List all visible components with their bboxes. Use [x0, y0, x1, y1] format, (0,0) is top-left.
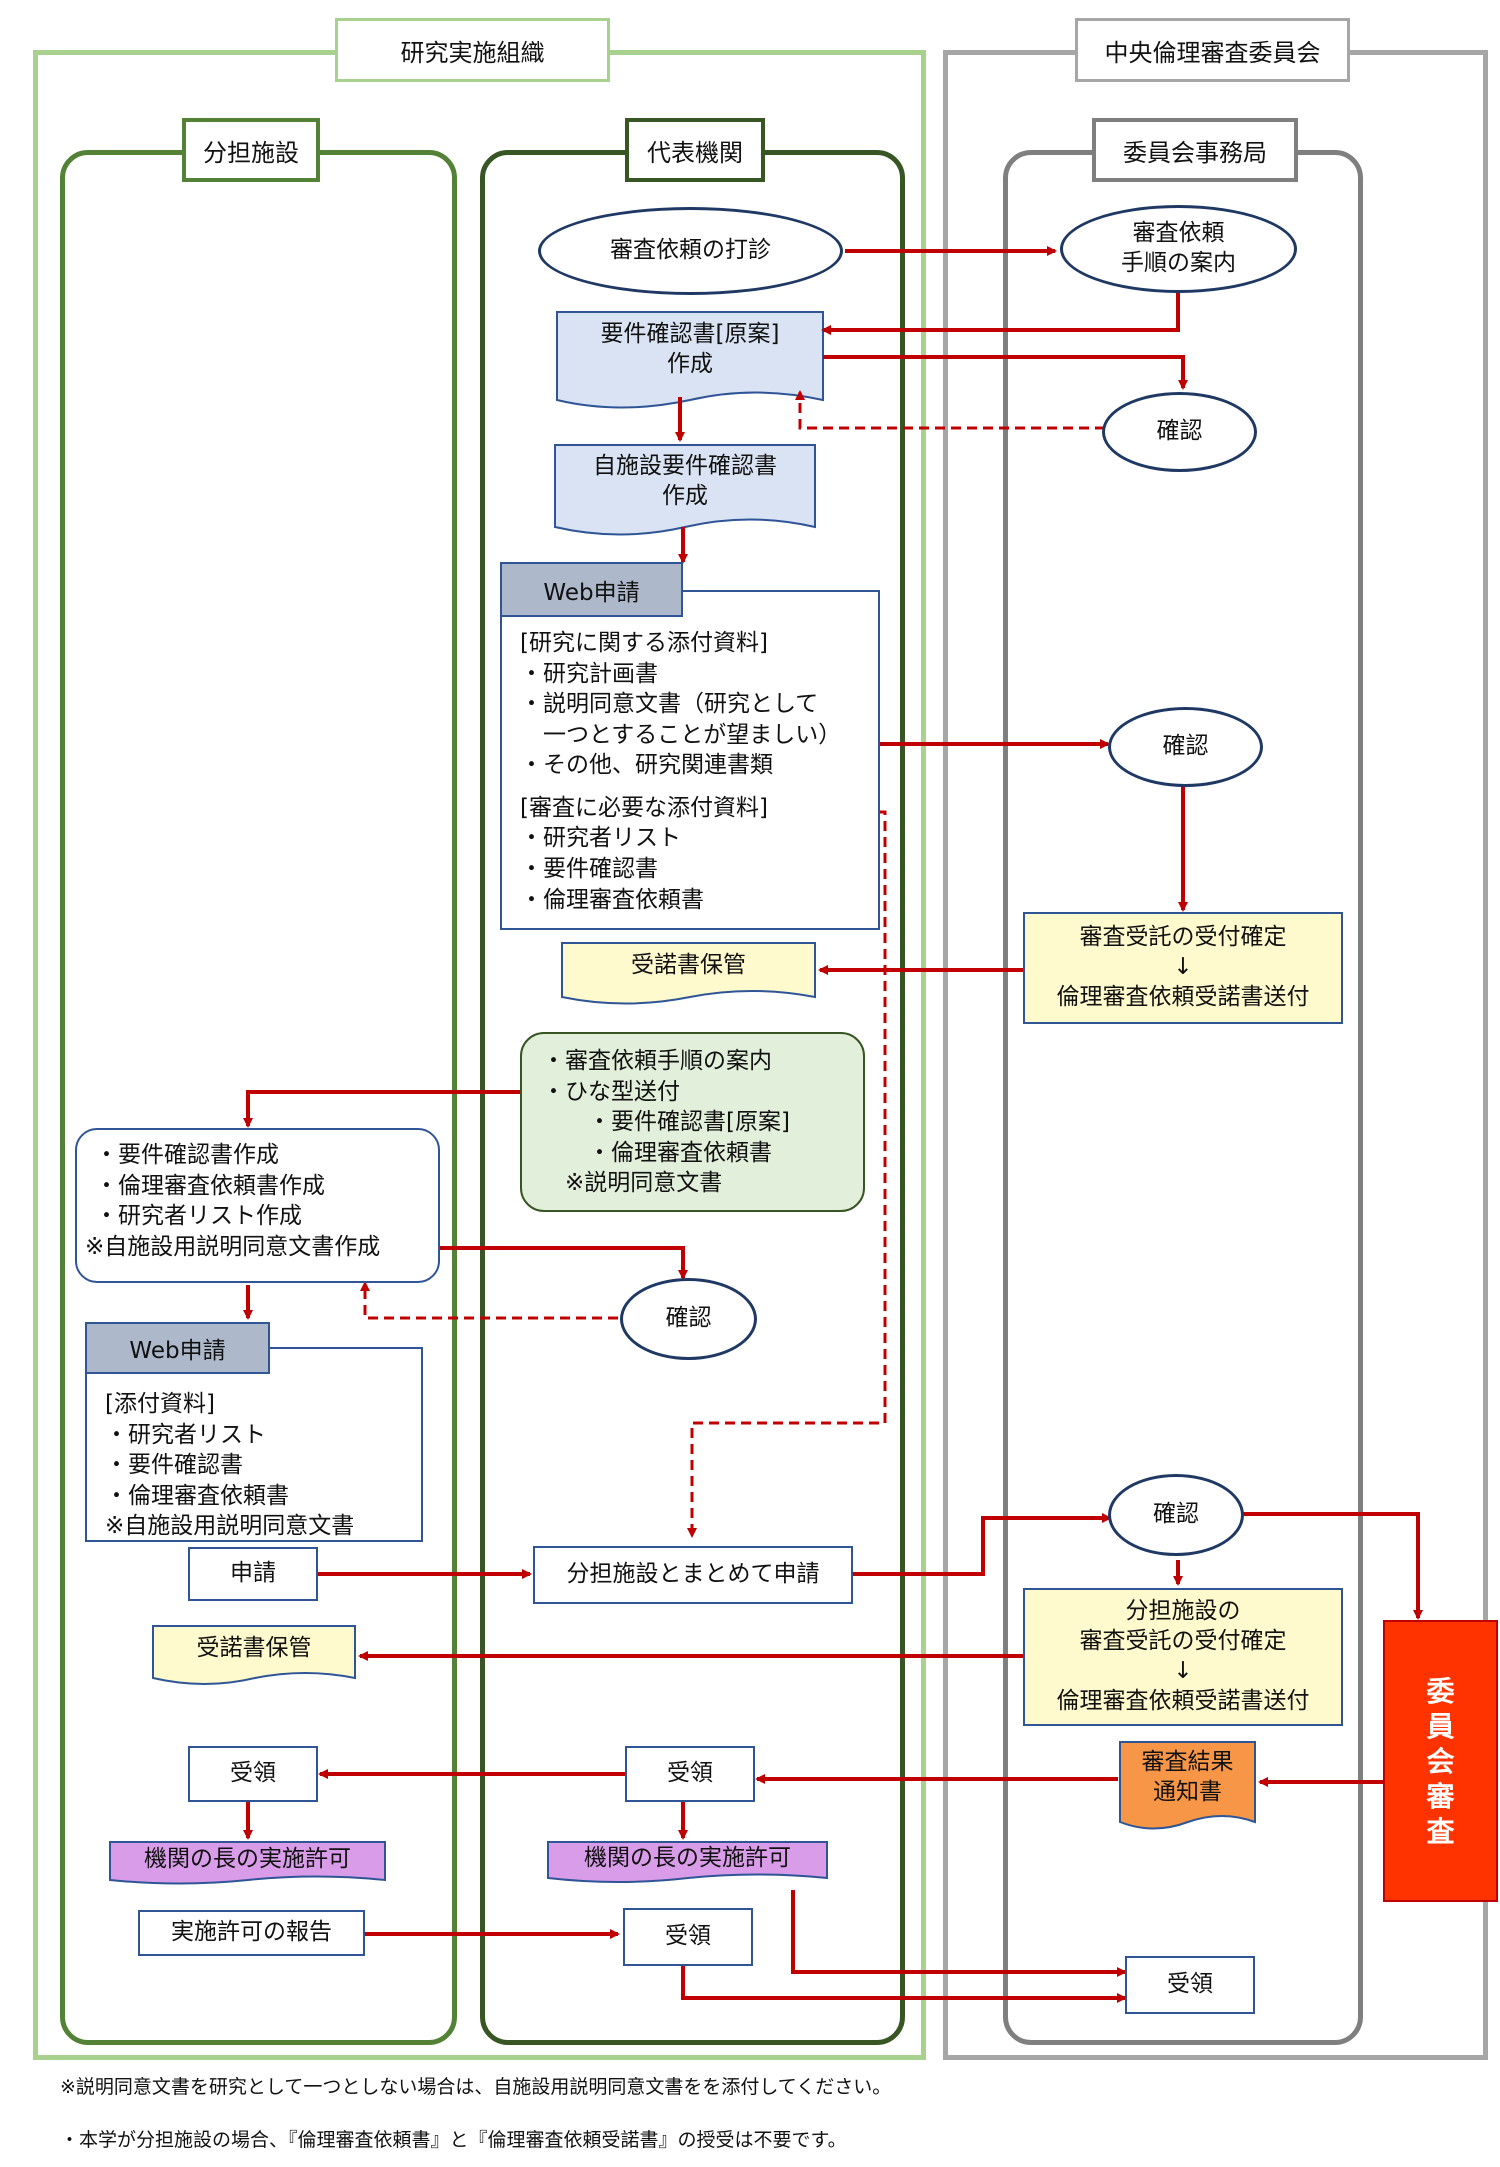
receive-lead2-box: 受領	[623, 1908, 753, 1966]
own-req-label: 自施設要件確認書作成	[593, 453, 777, 509]
inquiry-node: 審査依頼の打診	[538, 207, 843, 295]
web-apply-shared-header: Web申請	[85, 1322, 270, 1374]
shared-accept-confirm-box: 分担施設の 審査受託の受付確定 ↓ 倫理審査依頼受諾書送付	[1023, 1588, 1343, 1726]
lead-attach-item: 一つとすることが望ましい）	[520, 721, 842, 748]
lane-lead-title: 代表機関	[625, 118, 765, 182]
lead-attach-item: ・研究計画書	[520, 660, 658, 687]
check-node-3: 確認	[620, 1278, 757, 1360]
permit-shared-label: 機関の長の実施許可	[144, 1846, 351, 1873]
footnote-2: ・本学が分担施設の場合、『倫理審査依頼書』と『倫理審査依頼受諾書』の授受は不要で…	[60, 2129, 847, 2151]
apply-box: 申請	[188, 1547, 318, 1601]
receive-shared-box: 受領	[188, 1746, 318, 1802]
committee-review-box: 委 員 会 審 査	[1383, 1620, 1498, 1902]
web-apply-lead-header: Web申請	[500, 562, 683, 617]
shared-attachments-panel: [添付資料] ・研究者リスト ・要件確認書 ・倫理審査依頼書 ※自施設用説明同意…	[85, 1347, 423, 1542]
permit-report-box: 実施許可の報告	[138, 1910, 365, 1956]
lead-attach-item: ・説明同意文書（研究として	[520, 691, 819, 718]
lead-attach-item: ・研究者リスト	[520, 825, 681, 852]
lead-attach-heading-1: [研究に関する添付資料]	[520, 630, 768, 656]
req-draft-label: 要件確認書[原案]作成	[600, 321, 780, 377]
footnote-1: ※説明同意文書を研究として一つとしない場合は、自施設用説明同意文書をを添付してく…	[60, 2076, 892, 2098]
result-notice-label: 審査結果通知書	[1141, 1749, 1234, 1805]
permit-lead-label: 機関の長の実施許可	[584, 1845, 791, 1872]
check-node-2: 確認	[1108, 707, 1263, 787]
check-node-4: 確認	[1108, 1474, 1244, 1556]
central-committee-title: 中央倫理審査委員会	[1075, 18, 1350, 82]
shared-make-box: ・要件確認書作成 ・倫理審査依頼書作成 ・研究者リスト作成 ※自施設用説明同意文…	[75, 1128, 440, 1283]
lead-attach-item: ・その他、研究関連書類	[520, 752, 773, 779]
lead-attachments-panel: [研究に関する添付資料] ・研究計画書 ・説明同意文書（研究として 一つとするこ…	[500, 590, 880, 930]
store-lead-label: 受諾書保管	[631, 952, 746, 979]
store-shared-label: 受諾書保管	[196, 1635, 312, 1662]
check-node-1: 確認	[1102, 392, 1257, 472]
lane-secretariat-title: 委員会事務局	[1092, 118, 1298, 182]
research-org-title: 研究実施組織	[335, 18, 610, 82]
guide-node: 審査依頼手順の案内	[1060, 205, 1297, 293]
lead-attach-heading-2: [審査に必要な添付資料]	[520, 794, 768, 821]
combined-apply-box: 分担施設とまとめて申請	[533, 1546, 853, 1604]
accept-confirm-box: 審査受託の受付確定 ↓ 倫理審査依頼受諾書送付	[1023, 912, 1343, 1024]
receive-lead-box: 受領	[625, 1746, 755, 1802]
lead-attach-item: ・倫理審査依頼書	[520, 886, 704, 913]
send-templates-box: ・審査依頼手順の案内 ・ひな型送付 ・要件確認書[原案] ・倫理審査依頼書 ※説…	[520, 1032, 865, 1212]
receive-secretariat-box: 受領	[1125, 1956, 1255, 2014]
lane-shared-title: 分担施設	[182, 118, 320, 182]
lead-attach-item: ・要件確認書	[520, 856, 658, 883]
